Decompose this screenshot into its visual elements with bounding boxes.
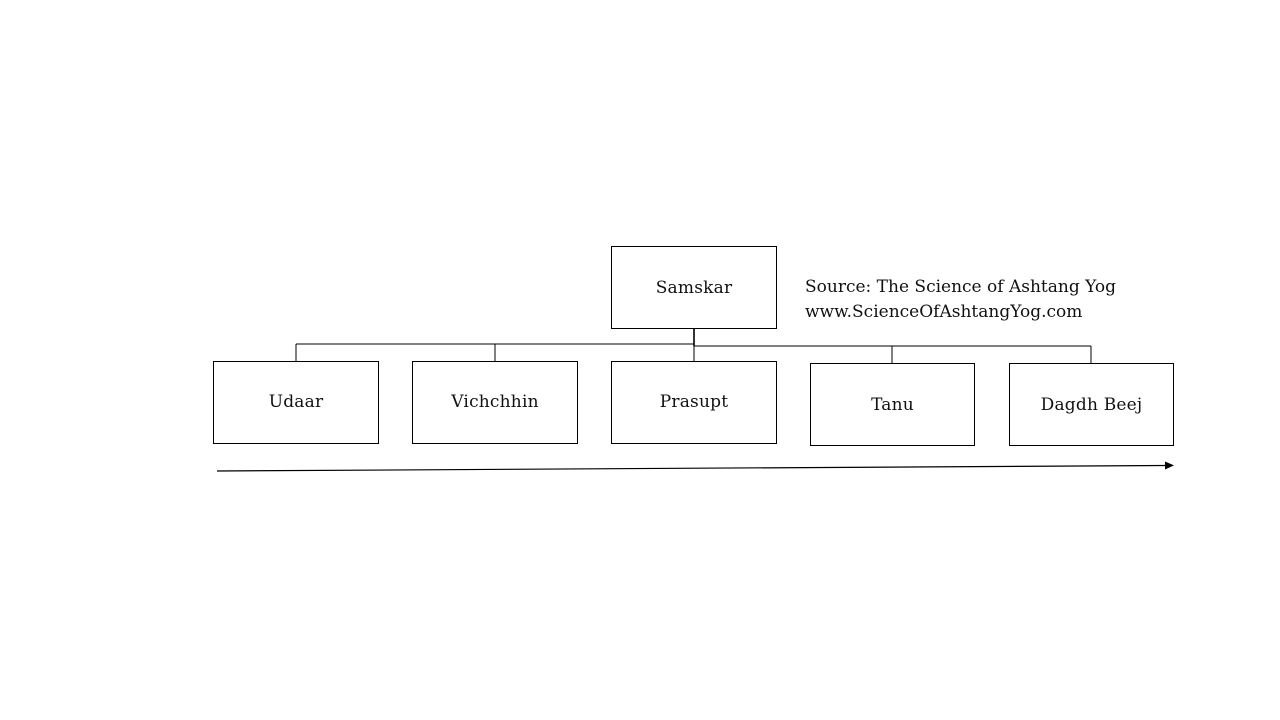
node-dagdh-beej-label: Dagdh Beej <box>1040 394 1143 415</box>
node-prasupt: Prasupt <box>611 361 777 444</box>
node-dagdh-beej: Dagdh Beej <box>1009 363 1174 446</box>
node-prasupt-label: Prasupt <box>659 391 729 412</box>
node-udaar-label: Udaar <box>268 391 324 412</box>
node-samskar-label: Samskar <box>655 277 733 298</box>
progression-arrow <box>216 461 1174 472</box>
node-udaar: Udaar <box>213 361 379 444</box>
source-title: Source: The Science of Ashtang Yog <box>805 277 1116 297</box>
node-tanu: Tanu <box>810 363 975 446</box>
node-tanu-label: Tanu <box>871 394 914 415</box>
source-url: www.ScienceOfAshtangYog.com <box>805 302 1083 322</box>
source-attribution: Source: The Science of Ashtang Yog www.S… <box>805 275 1116 325</box>
node-samskar: Samskar <box>611 246 777 329</box>
node-vichchhin: Vichchhin <box>412 361 578 444</box>
node-vichchhin-label: Vichchhin <box>451 391 539 412</box>
